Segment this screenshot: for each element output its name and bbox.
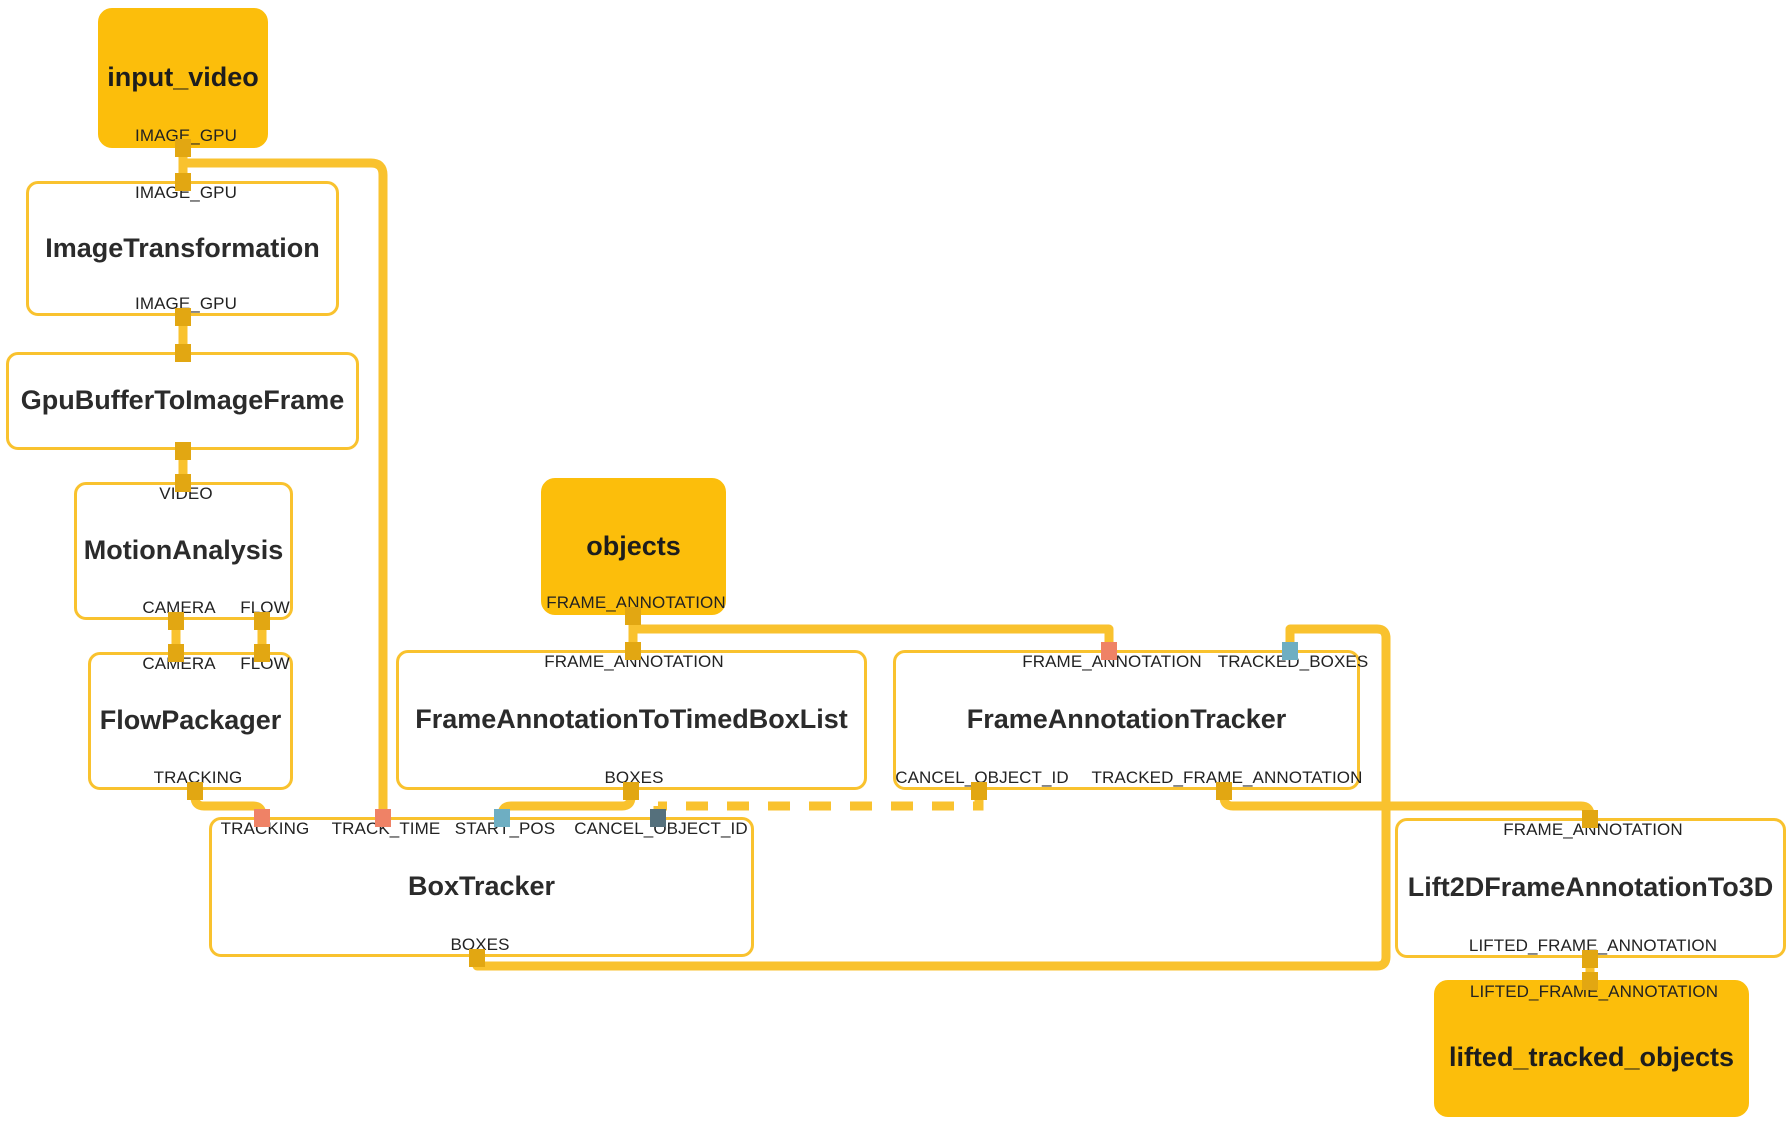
node-title: FlowPackager — [99, 705, 282, 736]
port-dot-lift2d-out[interactable] — [1582, 950, 1598, 968]
node-lift-2d-frame-annotation-to-3d[interactable]: Lift2DFrameAnnotationTo3D FRAME_ANNOTATI… — [1395, 818, 1786, 958]
node-box-tracker[interactable]: BoxTracker TRACKING TRACK_TIME START_POS… — [209, 817, 754, 957]
node-flow-packager[interactable]: FlowPackager CAMERA FLOW TRACKING — [88, 652, 293, 790]
node-title: GpuBufferToImageFrame — [20, 385, 345, 416]
port-dot-gpu-buffer-in[interactable] — [175, 344, 191, 362]
port-dot-flow-packager-camera-in[interactable] — [168, 644, 184, 662]
port-dot-tracker-cancel-object-id-out[interactable] — [971, 782, 987, 800]
node-title: FrameAnnotationTracker — [966, 704, 1287, 735]
port-dot-image-transformation-out[interactable] — [175, 308, 191, 326]
edge-frame-annotation-tracker-to-lift2d — [1219, 790, 1595, 820]
port-dot-lifted-tracked-objects-in[interactable] — [1582, 972, 1598, 990]
node-objects[interactable]: objects FRAME_ANNOTATION — [541, 478, 726, 615]
node-input-video[interactable]: input_video IMAGE_GPU — [98, 8, 268, 148]
port-dot-gpu-buffer-out[interactable] — [175, 442, 191, 460]
node-title: ImageTransformation — [45, 232, 320, 263]
port-dot-tracker-tracked-boxes-in[interactable] — [1282, 642, 1298, 660]
edge-cancel-object-id-dashed — [658, 790, 984, 811]
node-motion-analysis[interactable]: MotionAnalysis VIDEO CAMERA FLOW — [74, 482, 293, 620]
port-dot-flow-packager-flow-in[interactable] — [254, 644, 270, 662]
port-dot-box-tracker-boxes-out[interactable] — [469, 949, 485, 967]
node-title: MotionAnalysis — [83, 535, 284, 566]
node-lifted-tracked-objects[interactable]: lifted_tracked_objects LIFTED_FRAME_ANNO… — [1434, 980, 1749, 1117]
port-dot-motion-analysis-flow-out[interactable] — [254, 612, 270, 630]
node-frame-annotation-tracker[interactable]: FrameAnnotationTracker FRAME_ANNOTATION … — [893, 650, 1368, 790]
port-dot-box-tracker-tracking-in[interactable] — [254, 809, 270, 827]
edge-objects-to-frame-annotation-tracker — [633, 624, 1114, 650]
node-frame-annotation-to-timed-box-list[interactable]: FrameAnnotationToTimedBoxList FRAME_ANNO… — [396, 650, 867, 790]
port-dot-timed-box-list-boxes-out[interactable] — [623, 782, 639, 800]
port-dot-tracker-tracked-frame-annotation-out[interactable] — [1216, 782, 1232, 800]
node-image-transformation[interactable]: ImageTransformation IMAGE_GPU IMAGE_GPU — [26, 181, 339, 316]
port-dot-lift2d-in[interactable] — [1582, 810, 1598, 828]
port-dot-motion-analysis-video-in[interactable] — [175, 474, 191, 492]
port-dot-input-video-out[interactable] — [175, 139, 191, 157]
node-title: input_video — [107, 62, 259, 93]
port-dot-flow-packager-tracking-out[interactable] — [187, 782, 203, 800]
node-title: Lift2DFrameAnnotationTo3D — [1407, 872, 1774, 903]
port-dot-motion-analysis-camera-out[interactable] — [168, 612, 184, 630]
node-title: BoxTracker — [407, 871, 556, 902]
port-dot-box-tracker-track-time-in[interactable] — [375, 809, 391, 827]
node-title: objects — [586, 530, 681, 561]
port-dot-image-transformation-in[interactable] — [175, 173, 191, 191]
node-title: lifted_tracked_objects — [1448, 1041, 1735, 1072]
port-dot-objects-out[interactable] — [625, 607, 641, 625]
port-dot-timed-box-list-in[interactable] — [625, 642, 641, 660]
port-dot-box-tracker-cancel-object-id-in[interactable] — [650, 809, 666, 827]
node-title: FrameAnnotationToTimedBoxList — [415, 704, 848, 735]
port-dot-tracker-frame-annotation-in[interactable] — [1101, 642, 1117, 660]
port-dot-box-tracker-start-pos-in[interactable] — [494, 809, 510, 827]
node-gpu-buffer-to-image-frame[interactable]: GpuBufferToImageFrame — [6, 352, 359, 450]
